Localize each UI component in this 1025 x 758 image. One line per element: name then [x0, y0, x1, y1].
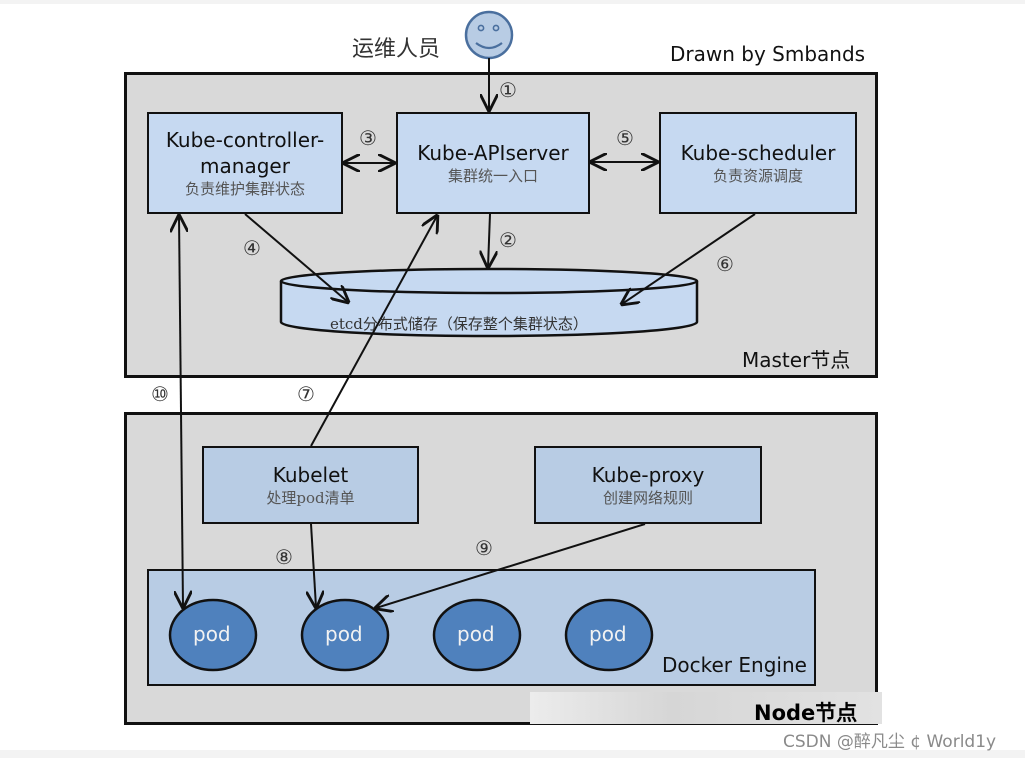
pod-label-3: pod: [457, 622, 495, 646]
arrow-step-10: [179, 216, 183, 607]
node-label-background: [530, 692, 882, 724]
controller-title-line1: Kube-controller-: [165, 128, 325, 152]
pod-label-2: pod: [325, 622, 363, 646]
credit-label: Drawn by Smbands: [670, 42, 866, 66]
scheduler-subtitle: 负责资源调度: [712, 167, 803, 185]
apiserver-title: Kube-APIserver: [417, 141, 569, 165]
step-2-label: ②: [499, 228, 517, 252]
operator-label: 运维人员: [352, 37, 441, 62]
master-node-label: Master节点: [742, 348, 851, 372]
kubelet-box: Kubelet 处理pod清单: [202, 446, 419, 524]
arrow-step-8: [311, 523, 316, 607]
kubelet-subtitle: 处理pod清单: [266, 489, 355, 507]
arrow-step-9: [376, 523, 646, 608]
pod-1: [168, 598, 258, 672]
pod-4: [564, 598, 654, 672]
kube-scheduler-box: Kube-scheduler 负责资源调度: [659, 112, 857, 214]
proxy-title: Kube-proxy: [591, 463, 705, 487]
kube-controller-manager-box: Kube-controller- manager 负责维护集群状态: [147, 112, 343, 214]
step-4-label: ④: [243, 236, 261, 260]
etcd-label: etcd分布式储存（保存整个集群状态）: [330, 315, 588, 333]
kubelet-title: Kubelet: [272, 463, 349, 487]
top-bar: [0, 0, 1025, 4]
controller-subtitle: 负责维护集群状态: [184, 180, 305, 198]
arrow-step-7: [310, 216, 437, 447]
step-6-label: ⑥: [716, 252, 734, 276]
arrow-step-4: [244, 213, 348, 302]
step-1-label: ①: [499, 78, 517, 102]
kube-apiserver-box: Kube-APIserver 集群统一入口: [396, 112, 590, 214]
kube-proxy-box: Kube-proxy 创建网络规则: [534, 446, 762, 524]
step-3-label: ③: [359, 126, 377, 150]
worker-node-label: Node节点: [754, 701, 858, 725]
scheduler-title: Kube-scheduler: [680, 141, 836, 165]
pod-2: [300, 598, 390, 672]
proxy-subtitle: 创建网络规则: [602, 489, 693, 507]
smiley-face-icon: [464, 10, 514, 60]
pod-3: [432, 598, 522, 672]
step-10-label: ⑩: [151, 382, 169, 406]
step-7-label: ⑦: [297, 382, 315, 406]
apiserver-subtitle: 集群统一入口: [447, 167, 538, 185]
pod-label-4: pod: [589, 622, 627, 646]
step-9-label: ⑨: [475, 536, 493, 560]
step-8-label: ⑧: [275, 545, 293, 569]
arrow-step-2: [488, 213, 490, 267]
controller-title-line2: manager: [200, 154, 290, 178]
etcd-cylinder-icon: [279, 267, 699, 338]
watermark: CSDN @醉凡尘 ¢ World1y: [783, 732, 997, 752]
pod-label-1: pod: [193, 622, 231, 646]
bottom-bar: [0, 750, 1025, 758]
arrow-step-6: [622, 213, 756, 304]
docker-engine-label: Docker Engine: [662, 653, 807, 677]
step-5-label: ⑤: [616, 126, 634, 150]
